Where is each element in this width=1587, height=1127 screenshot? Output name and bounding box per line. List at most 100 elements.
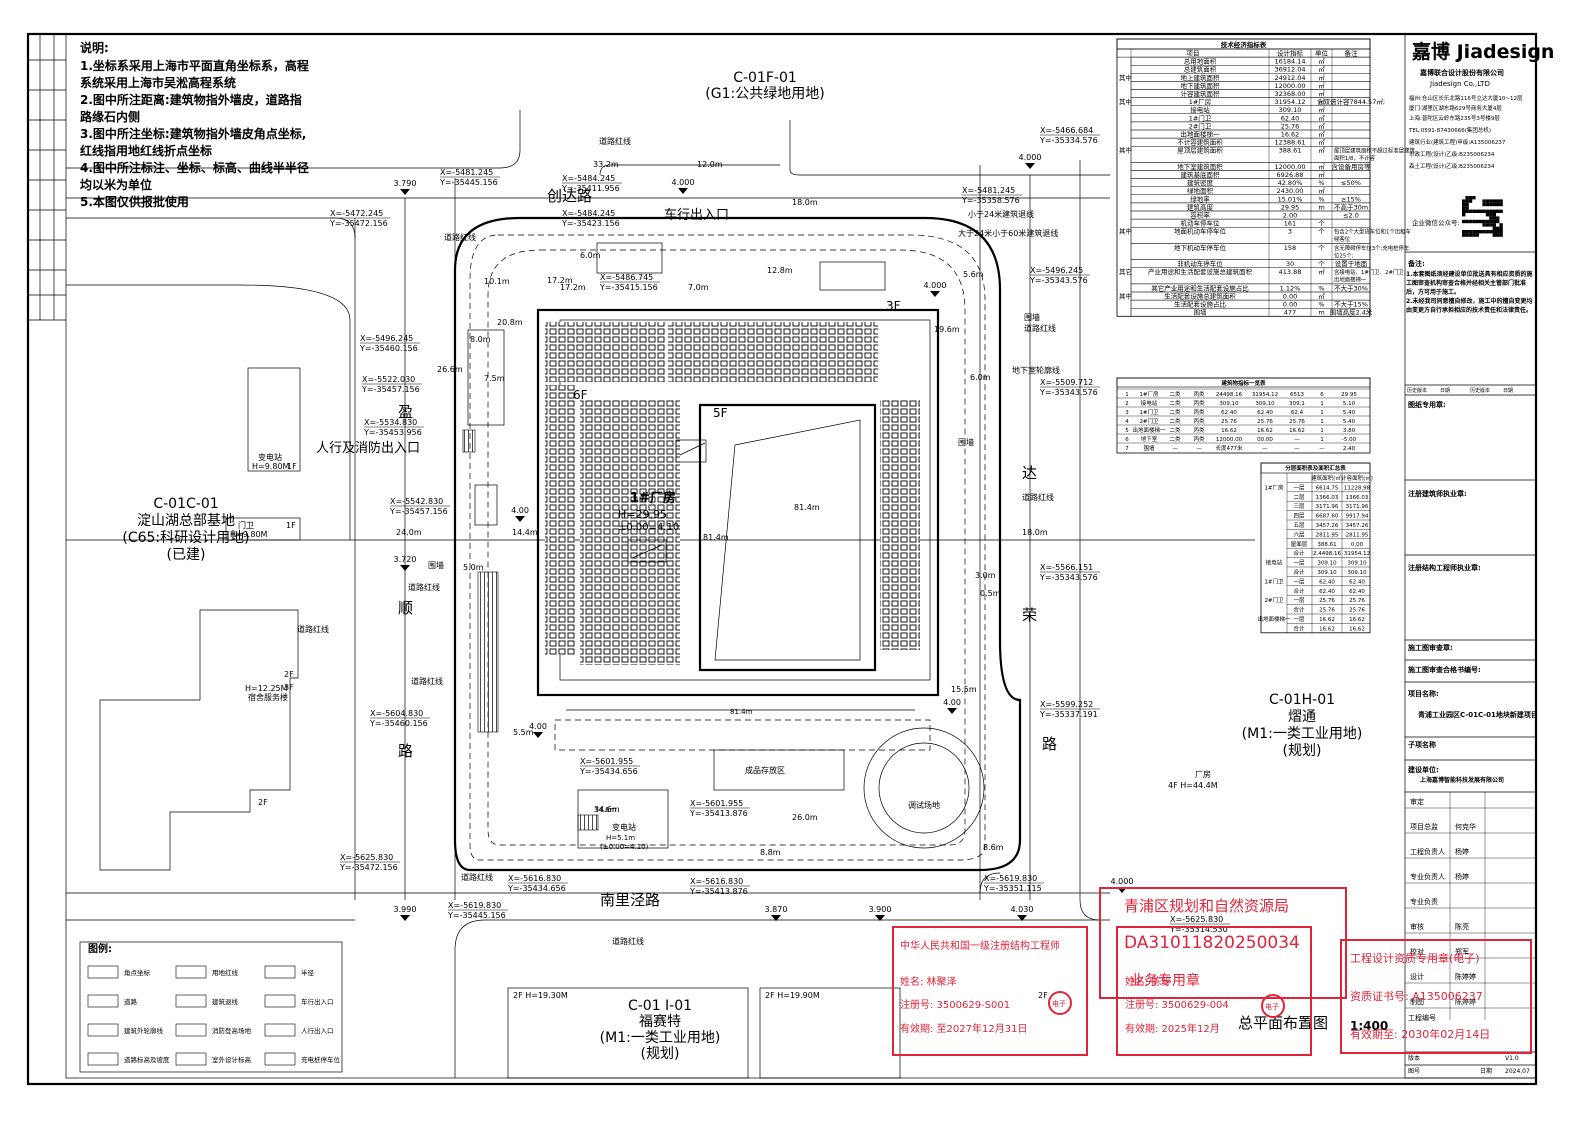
svg-text:有效期: 至2027年12月31日: 有效期: 至2027年12月31日 (900, 1022, 1027, 1035)
floor-table-floor: 合计 (1293, 606, 1305, 614)
notes-title: 说明: (80, 40, 109, 55)
floor-table-far: 309.10 (1347, 561, 1367, 567)
floor-table-floor: 屋面层 (1291, 541, 1308, 548)
svg-text:调试场地: 调试场地 (908, 800, 940, 810)
svg-text:电子: 电子 (1265, 1002, 1279, 1011)
tech-table-item: 地下机动车停车位 (1174, 243, 1227, 252)
qr-module (1489, 209, 1493, 213)
floor-table-area: 6687.60 (1316, 514, 1339, 520)
tech-table-note: 不高于30m (1334, 202, 1368, 211)
elevation-label: 4.00 (529, 722, 547, 731)
tech-table-value: 25.76 (1281, 122, 1300, 130)
dimension-value: 12.0m (697, 160, 723, 169)
tech-table-head-cell: 项目 (1187, 50, 1200, 58)
elevation-triangle (400, 565, 410, 571)
legend-swatch (87, 1052, 119, 1066)
bldg-table-cell: 62.4 (1291, 410, 1304, 416)
svg-text:青浦工业园区C-01C-01地块新建项目: 青浦工业园区C-01C-01地块新建项目 (1418, 710, 1538, 719)
elevation-label: 3.870 (765, 905, 788, 914)
legend-swatch (175, 1023, 207, 1037)
elevation-label: 4.030 (1011, 905, 1034, 914)
legend-label: 角点坐标 (124, 968, 151, 977)
dimension-value: 5.5m (513, 728, 534, 737)
coord-y: Y=-35423.156 (561, 219, 620, 228)
floor-table-area: 2811.95 (1316, 532, 1339, 538)
qr-module (1472, 219, 1476, 224)
role-title: 设计 (1410, 972, 1424, 981)
bldg-table-cell: 6 (1125, 437, 1129, 443)
qr-module (1479, 230, 1483, 234)
qr-module (1462, 219, 1466, 224)
bldg-table-cell: 62.40 (1221, 410, 1237, 416)
svg-text:小于24米建筑退线: 小于24米建筑退线 (968, 209, 1034, 219)
tech-table-item: 建筑高度 (1187, 202, 1214, 211)
bldg-table-cell: 2#门卫 (1139, 417, 1159, 425)
floor-table-area: 62.40 (1319, 589, 1335, 595)
qr-module (1472, 230, 1476, 234)
elevation-triangle (875, 915, 885, 921)
qr-module (1485, 209, 1490, 213)
bldg-table-cell: 4 (1125, 419, 1129, 425)
coord-x: X=-5566.151 (1040, 563, 1093, 572)
dimension-value: 26.6m (437, 365, 463, 374)
bldg-table-cell: 1 (1320, 428, 1324, 434)
qr-module (1499, 209, 1503, 213)
tech-table-value: 158 (1284, 244, 1296, 252)
bldg-table-cell: 接电站 (1141, 399, 1158, 407)
tech-table-value: 36912.04 (1274, 66, 1305, 74)
svg-text:(规划): (规划) (641, 1046, 680, 1062)
qr-module (1468, 199, 1473, 203)
tech-table-row (1130, 194, 1371, 204)
bldg-table-cell: 1#厂房 (1139, 390, 1159, 398)
tech-table-unit: m (1318, 203, 1324, 211)
qr-module (1482, 219, 1486, 224)
tech-table-value: 0.00 (1283, 293, 1297, 301)
dimension-value: 18.0m (792, 198, 818, 207)
dimension-value: 3.0m (975, 571, 996, 580)
bldg-table-cell: 5.40 (1343, 419, 1356, 425)
qr-module (1472, 233, 1476, 237)
bldg-table-cell: 二类 (1169, 435, 1181, 443)
tech-table-item: 建筑密度 (1187, 178, 1214, 187)
bldg-table-cell: 5 (1125, 428, 1129, 434)
floor-table-group: 1#厂房 (1264, 483, 1284, 491)
svg-text:道路红线: 道路红线 (411, 676, 443, 686)
tech-table-unit: % (1318, 179, 1324, 187)
bldg-table-cell: 24498.16 (1216, 392, 1243, 398)
tech-table-note: 含无障碍停车位3个;充电桩停车 (1334, 244, 1410, 252)
tech-table-value: 12388.61 (1274, 139, 1305, 147)
floor-table-group: 接电站 (1266, 559, 1283, 567)
svg-text:C-01C-01: C-01C-01 (153, 496, 218, 512)
svg-text:厂房: 厂房 (1195, 769, 1211, 779)
coord-x: X=-5486.745 (600, 273, 653, 282)
tech-table-value: 16.62 (1281, 131, 1300, 139)
svg-text:电子: 电子 (1052, 999, 1066, 1008)
tech-table-value: 15.01% (1278, 195, 1303, 203)
qr-module (1489, 202, 1493, 207)
svg-text:道路红线: 道路红线 (612, 936, 644, 946)
legend-label: 建筑退线 (212, 997, 239, 1006)
svg-text:H=12.25M: H=12.25M (245, 684, 288, 693)
floor-table-title: 分层面积表及面积汇总表 (1285, 464, 1346, 472)
svg-text:厦门:湖里区湖东路629号商务大厦4层: 厦门:湖里区湖东路629号商务大厦4层 (1409, 104, 1502, 112)
coord-y: Y=-35445.156 (447, 911, 506, 920)
svg-text:2F H=19.30M: 2F H=19.30M (513, 991, 568, 1000)
tech-table-note: 不大于30% (1334, 283, 1368, 292)
tech-table-note: 包含2个大型货车位和1个出租车 (1334, 228, 1412, 236)
bldg-table-cell: 6513 (1290, 392, 1304, 398)
svg-text:3.图中所注坐标:建筑物指外墙皮角点坐标,: 3.图中所注坐标:建筑物指外墙皮角点坐标, (80, 126, 306, 141)
pedestrian-entrance-label: 人行及消防出入口 (316, 440, 420, 456)
svg-text:C-01H-01: C-01H-01 (1269, 692, 1335, 708)
tech-table-value: 6926.88 (1277, 171, 1304, 179)
svg-text:青浦区规划和自然资源局: 青浦区规划和自然资源局 (1124, 897, 1289, 915)
parking-area (545, 385, 575, 655)
notes-block: 说明: 1.坐标系采用上海市平面直角坐标系，高程 系统采用上海市吴淞高程系统 2… (80, 40, 309, 209)
role-name: 杨婷 (1455, 872, 1469, 881)
tech-table-item: 绿地率 (1190, 194, 1210, 203)
svg-text:道路红线: 道路红线 (408, 582, 440, 592)
bldg-table-cell: 309.1 (1289, 401, 1305, 407)
north-parcel-code: C-01F-01 (733, 70, 797, 86)
tech-table-unit: 个 (1318, 244, 1325, 252)
parking-area (668, 322, 878, 382)
